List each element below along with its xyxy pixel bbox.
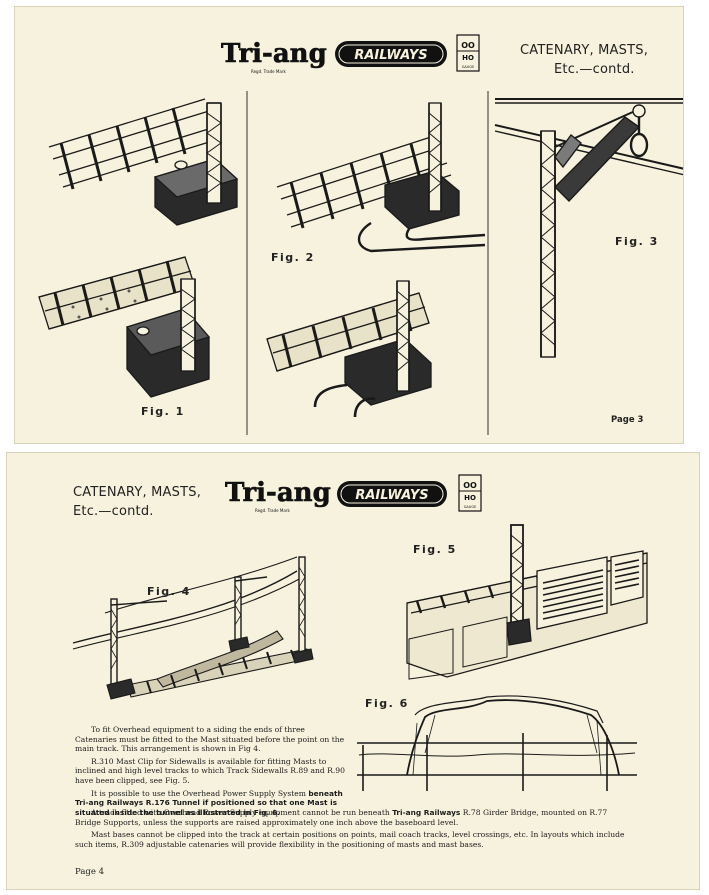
body-text-column: To fit Overhead equipment to a siding th… [75, 725, 347, 820]
fig-2-label: Fig. 2 [271, 251, 315, 264]
fig-4-label: Fig. 4 [147, 585, 191, 598]
page-3-illustrations: Tri-ang Regd. Trade Mark RAILWAYS OO HO … [38, 34, 683, 435]
fig2-bottom-drawing [266, 280, 432, 418]
paragraph-4-bold: Tri-ang Railways [392, 808, 461, 817]
page-4-heading: CATENARY, MASTS, Etc.—contd. [73, 483, 201, 521]
fig6-drawing [357, 695, 637, 791]
gauge-badge [458, 474, 482, 512]
page-4-illustrations: Tri-ang Regd. Trade Mark RAILWAYS OO HO … [72, 474, 648, 791]
body-text-wide: A track fitted with Overhead Power Suppl… [75, 808, 635, 852]
page-3-number: Page 3 [611, 415, 644, 425]
fig5-drawing [406, 524, 648, 680]
fig-5-label: Fig. 5 [413, 543, 457, 556]
svg-text:OO: OO [463, 481, 477, 490]
fig4-drawing [72, 556, 314, 700]
svg-text:HO: HO [464, 494, 476, 502]
paragraph-4-text: A track fitted with Overhead Power Suppl… [91, 808, 393, 817]
page-3-heading: CATENARY, MASTS, Etc.—contd. [520, 41, 648, 79]
svg-text:GAUGE: GAUGE [464, 505, 477, 509]
gauge-badge [456, 34, 480, 72]
railways-badge-text: RAILWAYS [354, 48, 427, 63]
page-4: Tri-ang Regd. Trade Mark RAILWAYS OO HO … [6, 452, 700, 890]
railways-badge-text: RAILWAYS [355, 488, 428, 503]
fig3-drawing [494, 98, 683, 358]
fig2-top-drawing [276, 102, 486, 253]
railways-badge [335, 41, 447, 67]
logo-wordmark: Tri-ang [225, 478, 331, 508]
paragraph-3-bold: beneath Tri-ang Railways R.176 Tunnel if… [75, 788, 343, 817]
svg-text:OO: OO [461, 41, 475, 50]
logo-trademark: Regd. Trade Mark [255, 508, 290, 513]
page-4-number: Page 4 [75, 867, 104, 877]
paragraph-1: To fit Overhead equipment to a siding th… [75, 725, 345, 754]
paragraph-3: It is possible to use the Overhead Power… [75, 789, 347, 818]
page-3: Tri-ang Regd. Trade Mark RAILWAYS OO HO … [14, 6, 684, 444]
tri-ang-railways-logo-page-4: Tri-ang Regd. Trade Mark RAILWAYS OO HO … [225, 474, 482, 513]
heading-line-2: Etc.—contd. [554, 62, 635, 77]
svg-text:GAUGE: GAUGE [462, 65, 475, 69]
fig1-top-drawing [48, 98, 239, 226]
heading-line-1: CATENARY, MASTS, [73, 485, 202, 500]
fig-3-label: Fig. 3 [615, 235, 659, 248]
logo-trademark: Regd. Trade Mark [251, 69, 286, 74]
fig1-bottom-drawing [38, 256, 211, 398]
paragraph-2: R.310 Mast Clip for Sidewalls is availab… [75, 756, 345, 785]
svg-text:HO: HO [462, 54, 474, 62]
railways-badge [337, 481, 447, 507]
paragraph-4: A track fitted with Overhead Power Suppl… [75, 808, 635, 827]
logo-wordmark: Tri-ang [221, 39, 327, 69]
paragraph-4-text-end: R.78 Girder Bridge, mounted on R.77 Brid… [75, 808, 608, 827]
heading-line-2: Etc.—contd. [73, 504, 154, 519]
tri-ang-railways-logo: Tri-ang Regd. Trade Mark RAILWAYS OO HO … [221, 34, 480, 74]
fig-1-label: Fig. 1 [141, 405, 185, 418]
paragraph-3-text: It is possible to use the Overhead Power… [91, 788, 309, 798]
heading-line-1: CATENARY, MASTS, [520, 43, 649, 58]
fig-6-label: Fig. 6 [365, 697, 409, 710]
paragraph-5: Mast bases cannot be clipped into the tr… [75, 830, 625, 849]
